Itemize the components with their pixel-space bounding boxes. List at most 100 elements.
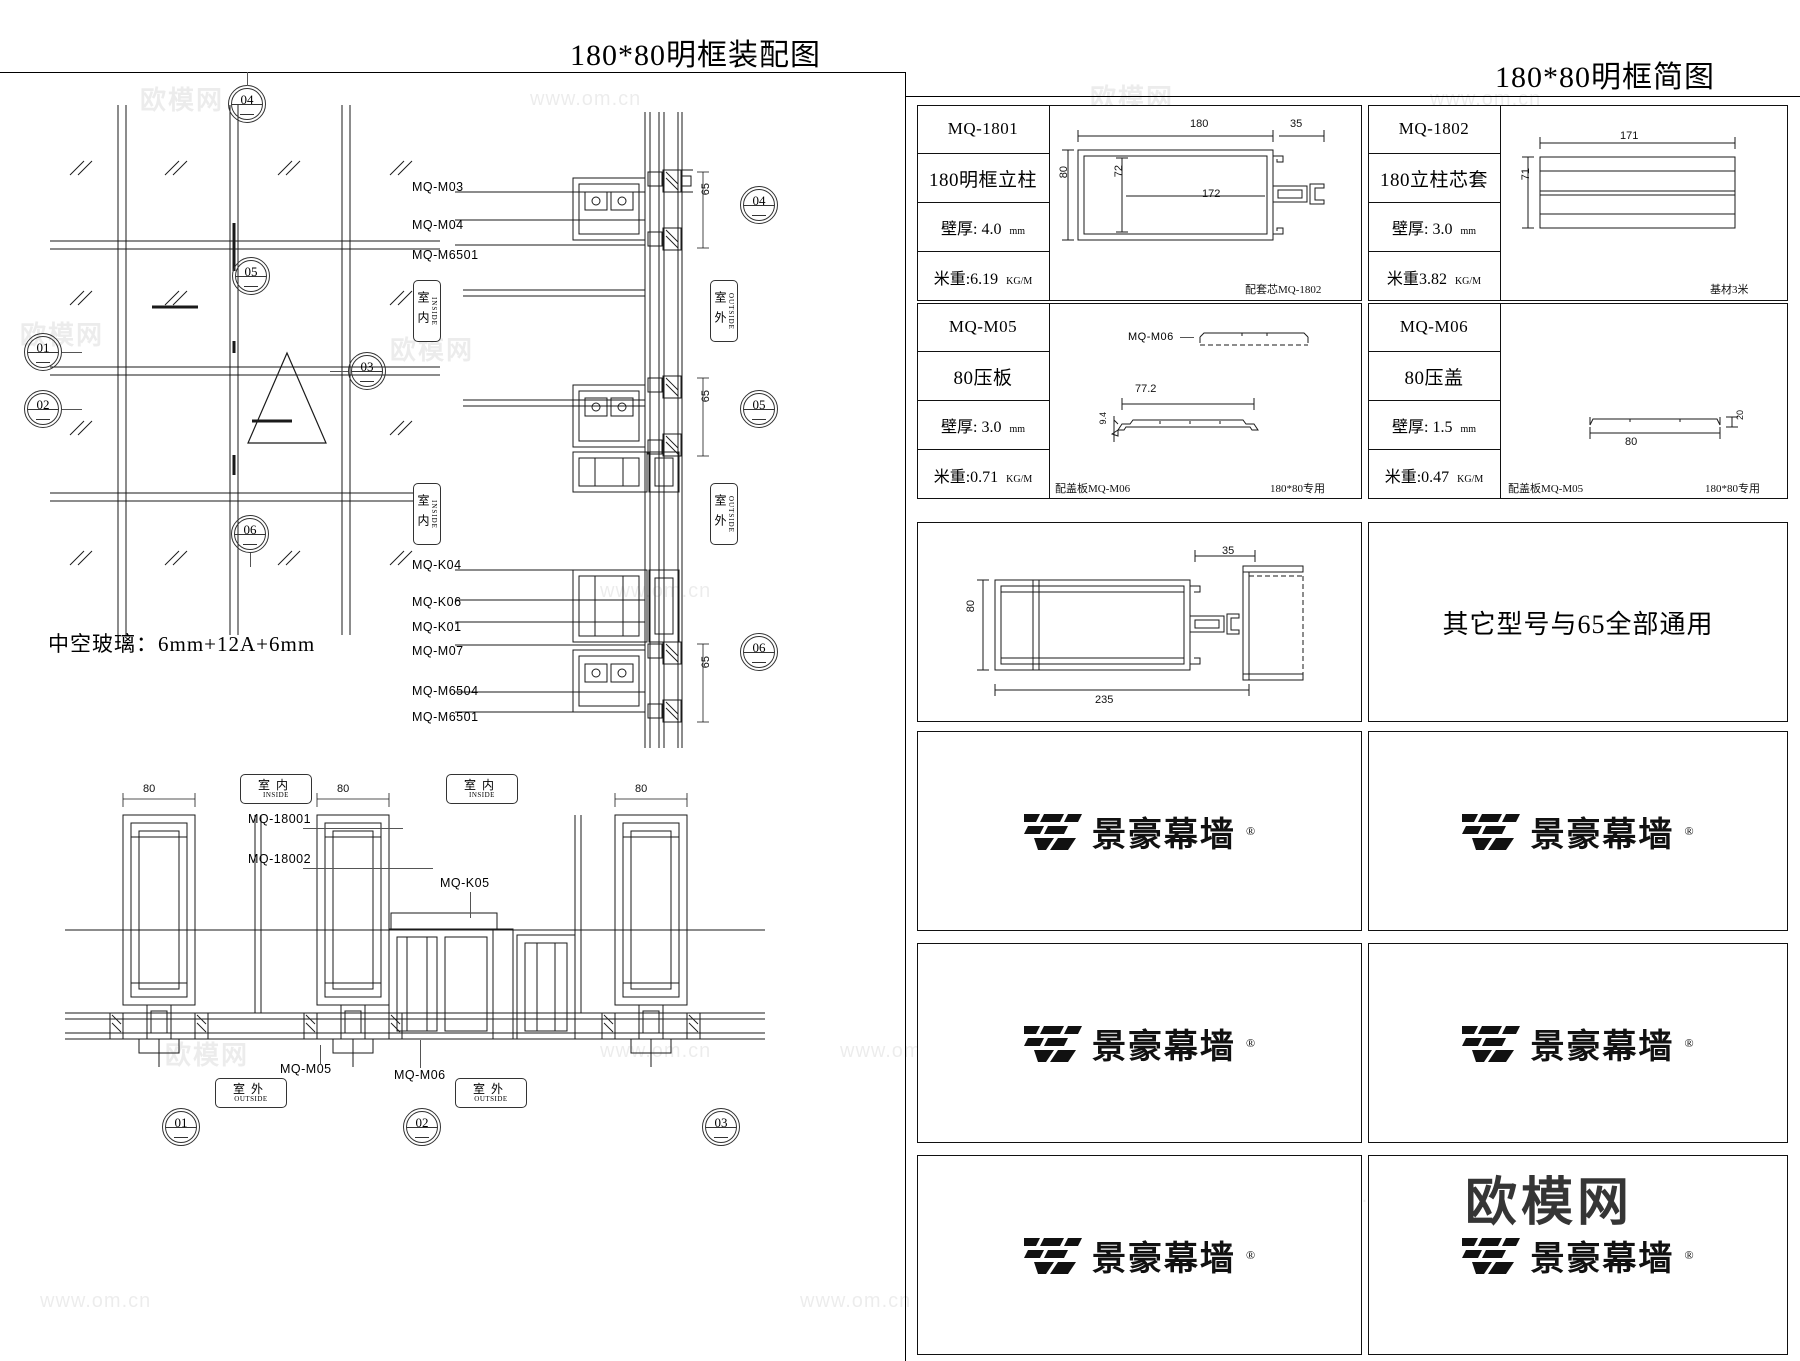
plan-dim-80: 80 (143, 783, 156, 795)
part-label-mq-m6501: MQ-M6501 (412, 710, 479, 724)
leader-line (320, 1045, 321, 1065)
profile-cell-mq-m05 (917, 303, 1362, 499)
dim-77-2: 77.2 (1135, 383, 1157, 395)
leader-line (470, 892, 471, 918)
dim-20: 20 (1735, 410, 1745, 421)
weight-value: 6.19 (970, 270, 999, 288)
weight-value: 3.82 (1418, 270, 1447, 288)
part-label-mq-k06: MQ-K06 (412, 595, 462, 609)
registered-mark: ® (1245, 1035, 1256, 1050)
weight-unit: KG/M (1454, 275, 1482, 287)
weight-label: 米重: (1384, 468, 1422, 486)
part-label-mq-m07: MQ-M07 (412, 644, 464, 658)
thickness-value: 4.0 (981, 221, 1002, 238)
dim-35: 35 (1290, 118, 1303, 130)
logo-cell: 景豪幕墙® (1368, 943, 1788, 1143)
watermark-brand-big: 欧模网 (1465, 1174, 1634, 1232)
outside-tag-horizontal: 室外 OUTSIDE (215, 1078, 287, 1108)
watermark-url: www.om.cn (40, 1290, 152, 1312)
profile-note: 配套芯MQ-1802 (1245, 284, 1322, 296)
brand-name: 景豪幕墙 (1530, 816, 1675, 854)
weight-value: 0.47 (1421, 468, 1450, 486)
outside-tag: 室外 OUTSIDE (710, 280, 738, 342)
profile-name: 180明框立柱 (928, 169, 1037, 191)
dim-80: 80 (1625, 436, 1638, 448)
assembly-section-cell (917, 522, 1362, 722)
dim-80: 80 (1058, 166, 1070, 179)
leader-line (303, 828, 403, 829)
plan-callout-01: 01 (162, 1108, 200, 1146)
registered-mark: ® (1684, 1035, 1694, 1050)
section-callout-05: 05 (740, 390, 778, 428)
part-label-mq-m06: MQ-M06 (394, 1068, 446, 1082)
callout-bubble-01: 01 (24, 333, 62, 371)
inside-tag: 室内 INSIDE (413, 280, 441, 342)
title-rule-right (905, 96, 1800, 97)
profile-note: 基材3米 (1710, 284, 1749, 296)
panel-divider (905, 72, 906, 1361)
leader-line (303, 868, 433, 869)
weight-value: 0.71 (970, 468, 999, 486)
brand-logo-icon (1462, 814, 1521, 850)
registered-mark: ® (1245, 1247, 1256, 1262)
inline-ref-mq-m06: MQ-M06 (1128, 331, 1174, 343)
thickness-label: 壁厚: (1391, 221, 1429, 238)
part-label-mq-m05: MQ-M05 (280, 1062, 332, 1076)
profile-note-2: 180*80专用 (1270, 483, 1325, 495)
part-label-mq-m6501: MQ-M6501 (412, 248, 479, 262)
profile-drawing-mq-1801 (1062, 130, 1325, 241)
weight-unit: KG/M (1006, 473, 1033, 485)
profile-cell-mq-m06 (1368, 303, 1788, 499)
profile-spec-grid: MQ-1801 180明框立柱 壁厚: 4.0 mm 米重:6.19 KG/M (917, 105, 1050, 301)
brand-name: 景豪幕墙 (1091, 1028, 1236, 1066)
callout-bubble-02: 02 (24, 390, 62, 428)
thickness-label: 壁厚: (1391, 419, 1429, 436)
dim-80: 80 (965, 600, 977, 613)
profile-code: MQ-M05 (948, 317, 1018, 336)
weight-unit: KG/M (1006, 275, 1033, 287)
leader-line (330, 371, 348, 372)
part-label-mq-m04: MQ-M04 (412, 218, 464, 232)
section-dim-65: 65 (700, 390, 712, 403)
dim-180: 180 (1190, 118, 1209, 130)
thickness-unit: mm (1009, 226, 1025, 237)
section-callout-06: 06 (740, 633, 778, 671)
dim-171: 171 (1620, 130, 1639, 142)
profile-spec-grid: MQ-M05 80压板 壁厚: 3.0 mm 米重:0.71 KG/M (917, 303, 1050, 499)
registered-mark: ® (1684, 823, 1694, 838)
dim-172: 172 (1202, 188, 1221, 200)
profile-name: 80压盖 (1404, 367, 1464, 389)
left-title: 180*80明框装配图 (570, 39, 821, 72)
general-note-cell: 其它型号与65全部通用 (1368, 522, 1788, 722)
brand-name: 景豪幕墙 (1530, 1240, 1675, 1278)
brand-name: 景豪幕墙 (1091, 816, 1236, 854)
registered-mark: ® (1684, 1247, 1694, 1262)
inside-tag-horizontal: 室内 INSIDE (446, 774, 518, 804)
leader-line (420, 1040, 421, 1068)
part-label-mq-18002: MQ-18002 (248, 852, 312, 866)
callout-bubble-03: 03 (348, 352, 386, 390)
brand-logo-icon (1462, 1026, 1521, 1062)
glass-spec-note: 中空玻璃：6mm+12A+6mm (48, 632, 316, 656)
dim-235: 235 (1095, 694, 1114, 706)
watermark-url: www.om.cn (800, 1290, 912, 1312)
thickness-unit: mm (1460, 226, 1476, 237)
logo-cell: 景豪幕墙 ® (1368, 1155, 1788, 1355)
profile-drawing-mq-1802 (1522, 137, 1736, 229)
part-label-mq-m03: MQ-M03 (412, 180, 464, 194)
dim-72: 72 (1113, 165, 1125, 178)
profile-drawing-mq-m06-small (1199, 332, 1309, 346)
logo-cell: 景豪幕墙® (917, 731, 1362, 931)
part-label-mq-m6504: MQ-M6504 (412, 684, 479, 698)
plan-dim-80: 80 (635, 783, 648, 795)
brand-logo-icon (1023, 1238, 1082, 1274)
section-callout-04: 04 (740, 186, 778, 224)
part-label-mq-18001: MQ-18001 (248, 812, 312, 826)
thickness-unit: mm (1009, 424, 1025, 435)
callout-bubble-04: 04 (228, 85, 266, 123)
part-label-mq-k04: MQ-K04 (412, 558, 462, 572)
leader-line (62, 409, 82, 410)
profile-note-2: 180*80专用 (1705, 483, 1760, 495)
leader-line (250, 553, 251, 567)
brand-logo-icon (1023, 814, 1082, 850)
